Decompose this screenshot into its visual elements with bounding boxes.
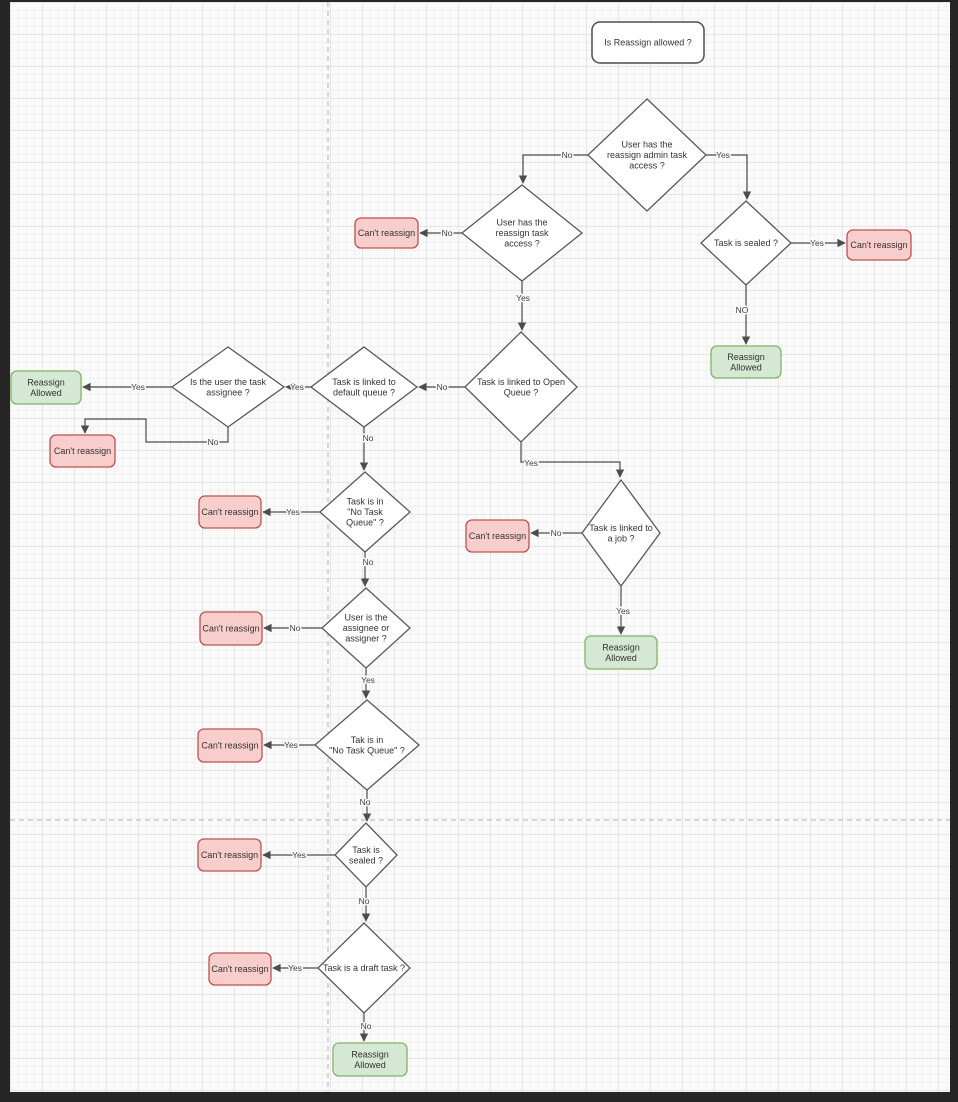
edge-assignee_no-label: No — [208, 437, 219, 447]
node-start[interactable] — [591, 21, 705, 64]
node-rb_sealed_r[interactable] — [846, 229, 912, 261]
edge-job_no-label: No — [551, 528, 562, 538]
node-g_sealed_r[interactable] — [710, 345, 782, 379]
edge-ntq1_yes-label: Yes — [286, 507, 300, 517]
node-d_ntq2[interactable] — [314, 699, 420, 791]
node-d_draft-label: Task is a draft task ? — [323, 963, 405, 973]
edge-ntq1_no-label: No — [363, 557, 374, 567]
edge-admin_no-label: No — [562, 150, 573, 160]
node-d_sealed_r[interactable] — [700, 200, 792, 286]
node-rb_access[interactable] — [354, 217, 419, 249]
node-d_admin[interactable] — [587, 98, 707, 212]
edge-sealedr_yes-label: Yes — [810, 238, 824, 248]
node-d_draft[interactable] — [317, 922, 411, 1014]
node-d_ntq2-label: Tak is in"No Task Queue" ? — [329, 735, 405, 756]
node-g_job[interactable] — [584, 635, 658, 670]
node-rb_ntq1-label: Can't reassign — [201, 507, 258, 517]
node-rb_draft-label: Can't reassign — [211, 964, 268, 974]
node-d_ntq1[interactable] — [319, 471, 411, 553]
edge-draft_yes-label: Yes — [288, 963, 302, 973]
edge-assignee_yes-label: Yes — [131, 382, 145, 392]
node-rb_assigner[interactable] — [199, 611, 263, 646]
edge-sealed2_no-label: No — [359, 896, 370, 906]
edge-admin_yes[interactable] — [706, 154, 752, 200]
node-rb_assignee[interactable] — [49, 434, 116, 468]
node-rb_ntq2-label: Can't reassign — [201, 741, 258, 751]
node-d_default[interactable] — [309, 346, 419, 428]
node-rb_sealed_r-label: Can't reassign — [850, 240, 907, 250]
node-d_open[interactable] — [464, 331, 578, 443]
node-rb_assigner-label: Can't reassign — [202, 624, 259, 634]
edge-open_yes-label: Yes — [524, 458, 538, 468]
node-rb_job-label: Can't reassign — [469, 531, 526, 541]
edge-default_yes-label: Yes — [290, 382, 304, 392]
edge-default_no-label: No — [363, 433, 374, 443]
node-rb_ntq1[interactable] — [198, 495, 262, 529]
node-d_assigner[interactable] — [321, 587, 411, 669]
node-d_assignee[interactable] — [170, 346, 286, 428]
edge-assignee_no[interactable] — [80, 418, 229, 443]
edge-admin_no[interactable] — [518, 154, 589, 184]
edge-sealedr_no-label: NO — [736, 305, 749, 315]
edge-access_no-label: No — [442, 228, 453, 238]
edge-open_no-label: No — [437, 382, 448, 392]
node-g_assignee[interactable] — [10, 370, 82, 405]
edge-access_yes-label: Yes — [516, 293, 530, 303]
edge-assigner_yes-label: Yes — [361, 675, 375, 685]
edge-admin_yes-label: Yes — [716, 150, 730, 160]
node-d_sealed2[interactable] — [334, 822, 398, 888]
node-d_sealed_r-label: Task is sealed ? — [714, 238, 778, 248]
edge-ntq2_no-label: No — [360, 797, 371, 807]
node-start-label: Is Reassign allowed ? — [604, 38, 692, 48]
node-rb_sealed2[interactable] — [197, 838, 262, 872]
edge-ntq2_yes-label: Yes — [284, 740, 298, 750]
node-rb_sealed2-label: Can't reassign — [201, 850, 258, 860]
node-rb_draft[interactable] — [208, 952, 272, 986]
node-d_access[interactable] — [460, 184, 584, 282]
node-d_job[interactable] — [581, 478, 661, 588]
node-rb_access-label: Can't reassign — [358, 228, 415, 238]
node-rb_job[interactable] — [465, 519, 530, 553]
edge-assigner_no-label: No — [290, 623, 301, 633]
node-rb_assignee-label: Can't reassign — [54, 446, 111, 456]
node-rb_ntq2[interactable] — [197, 728, 263, 763]
edge-job_yes-label: Yes — [616, 606, 630, 616]
edge-sealed2_yes-label: Yes — [292, 850, 306, 860]
edge-open_yes[interactable] — [520, 442, 625, 478]
edge-draft_no-label: No — [361, 1021, 372, 1031]
node-g_final[interactable] — [332, 1042, 408, 1077]
